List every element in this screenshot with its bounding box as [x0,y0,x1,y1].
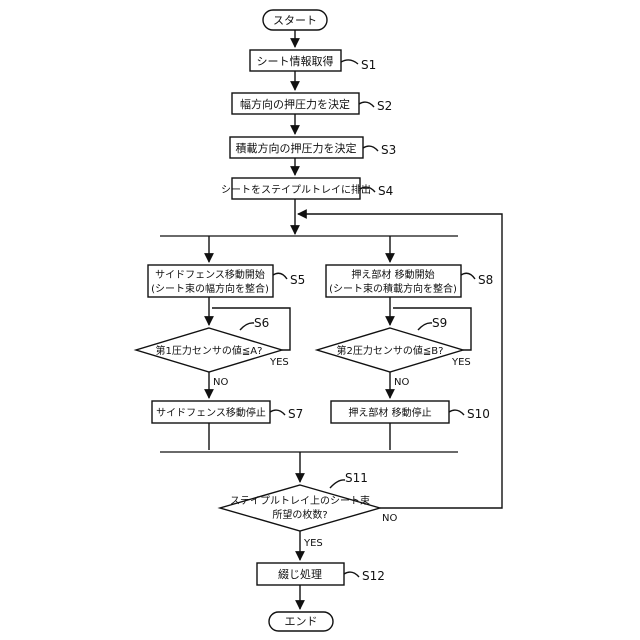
step-s12-text: 綴じ処理 [278,567,322,581]
decision-s9: 第2圧力センサの値≦B? S9 YES NO [317,308,471,388]
decision-s6: 第1圧力センサの値≦A? S6 YES NO [136,308,290,388]
step-s2: 幅方向の押圧力を決定 S2 [232,93,392,114]
s9-no-label: NO [394,377,409,388]
decision-s9-text: 第2圧力センサの値≦B? [337,344,444,357]
step-s5-line2: (シート束の幅方向を整合) [151,282,269,295]
step-s8-line1: 押え部材 移動開始 [351,268,434,281]
leader-s3 [363,146,378,151]
step-s8-id: S8 [478,273,493,287]
start-terminal: スタート [263,10,327,30]
step-s5-id: S5 [290,273,305,287]
step-s11-id: S11 [345,471,368,485]
leader-s1 [341,60,358,64]
s6-yes-label: YES [269,357,289,368]
decision-s6-text: 第1圧力センサの値≦A? [156,344,263,357]
step-s2-id: S2 [377,99,392,113]
step-s1-text: シート情報取得 [257,55,334,68]
step-s8: 押え部材 移動開始 (シート束の積載方向を整合) S8 [326,265,493,297]
leader-s8 [461,273,475,279]
leader-s5 [273,273,287,279]
step-s5: サイドフェンス移動開始 (シート束の幅方向を整合) S5 [148,265,305,297]
step-s7-text: サイドフェンス移動停止 [156,406,266,419]
step-s8-line2: (シート束の積載方向を整合) [329,282,457,295]
step-s1-id: S1 [361,58,376,72]
step-s2-text: 幅方向の押圧力を決定 [240,97,350,111]
leader-s6 [240,323,254,330]
step-s4-id: S4 [378,184,393,198]
step-s7: サイドフェンス移動停止 S7 [152,401,303,423]
leader-s9 [418,323,432,330]
leader-s11 [330,480,345,488]
step-s6-id: S6 [254,316,269,330]
step-s9-id: S9 [432,316,447,330]
step-s10-id: S10 [467,407,490,421]
leader-s7 [270,410,285,415]
step-s3-id: S3 [381,143,396,157]
step-s1: シート情報取得 S1 [250,50,376,72]
step-s12: 綴じ処理 S12 [257,563,385,585]
end-terminal: エンド [269,612,333,631]
s9-yes-label: YES [451,357,471,368]
decision-s11-line1: ステイプルトレイ上のシート束 [230,495,370,507]
leader-s2 [359,102,374,107]
end-label: エンド [285,615,318,628]
step-s3: 積載方向の押圧力を決定 S3 [230,137,396,158]
step-s5-line1: サイドフェンス移動開始 [155,268,265,281]
decision-s11: ステイプルトレイ上のシート束 所望の枚数? S11 NO YES [220,471,397,549]
step-s10: 押え部材 移動停止 S10 [331,401,490,423]
start-label: スタート [273,14,317,27]
step-s4-text: シートをステイプルトレイに排出 [221,183,371,196]
step-s7-id: S7 [288,407,303,421]
step-s10-text: 押え部材 移動停止 [348,406,431,419]
step-s4: シートをステイプルトレイに排出 S4 [221,178,393,199]
leader-s10 [449,410,464,415]
leader-s12 [344,572,359,577]
s6-no-label: NO [213,377,228,388]
s11-no-label: NO [382,513,397,524]
step-s12-id: S12 [362,569,385,583]
s11-yes-label: YES [303,538,323,549]
decision-s11-line2: 所望の枚数? [272,508,327,521]
step-s3-text: 積載方向の押圧力を決定 [236,141,357,155]
